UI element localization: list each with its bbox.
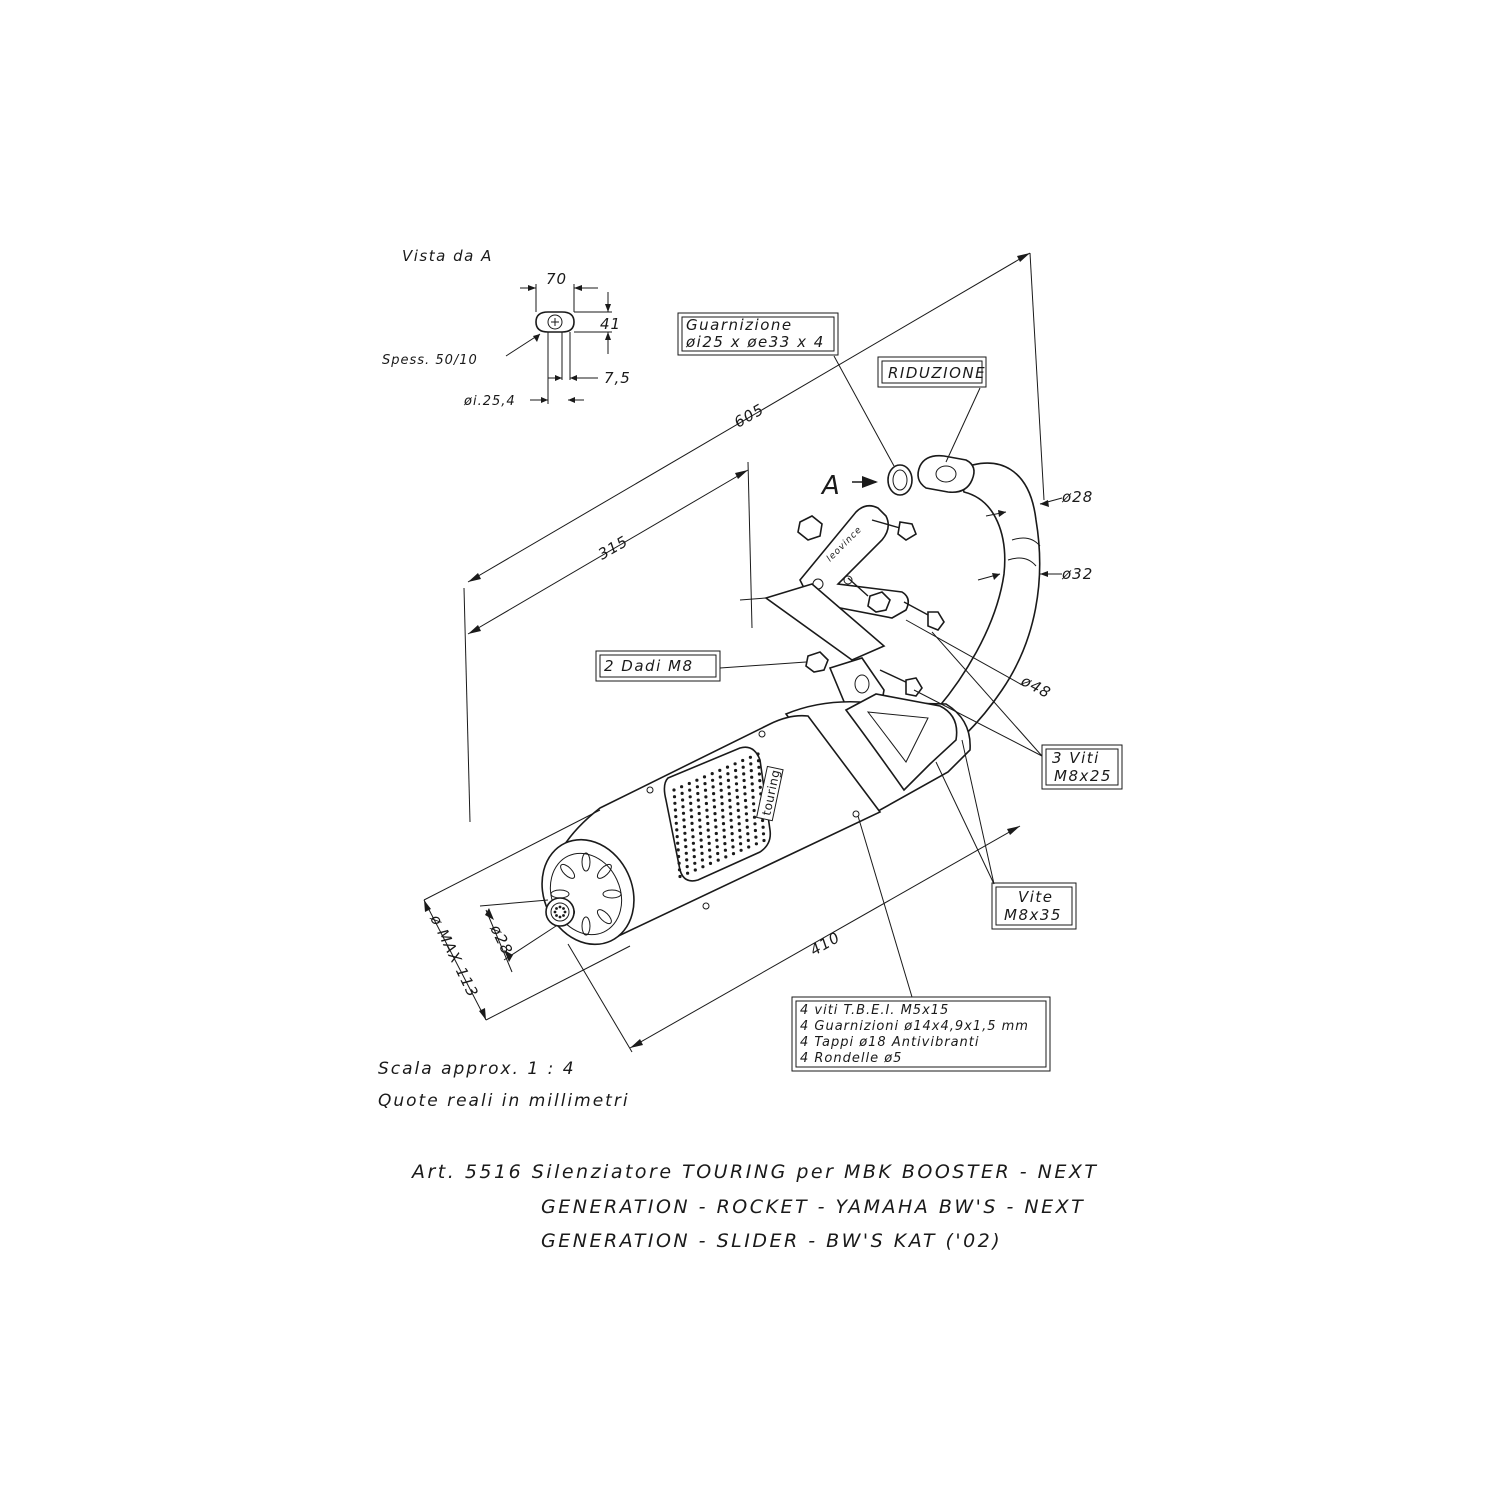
screws3-line1: 3 Viti	[1052, 749, 1100, 767]
view-a-slot: 7,5	[604, 369, 631, 387]
kit-line4: 4 Rondelle ø5	[800, 1051, 902, 1066]
bracket-triangle	[844, 693, 958, 792]
scale-note: Scala approx. 1 : 4	[378, 1059, 576, 1079]
screw-line1: Vite	[1018, 888, 1054, 906]
screw-3	[903, 601, 945, 631]
reduction-label: RIDUZIONE	[888, 364, 986, 382]
caption-line1: Art. 5516 Silenziatore TOURING per MBK B…	[410, 1161, 1098, 1183]
nut-top	[797, 515, 823, 541]
view-a-thickness: Spess. 50/10	[382, 353, 478, 368]
outlet-pipe	[545, 897, 575, 927]
callout-screw: Vite M8x35	[935, 739, 1077, 930]
dim-outlet-28-label: ø28	[486, 921, 516, 958]
pipe-bend	[936, 462, 1041, 738]
units-note: Quote reali in millimetri	[378, 1091, 630, 1111]
screw-1	[871, 519, 917, 541]
end-cap-slots	[550, 852, 622, 936]
pipe-d28: ø28	[1061, 488, 1093, 506]
callout-nuts: 2 Dadi M8	[595, 650, 807, 682]
pipe-d32: ø32	[1061, 565, 1093, 583]
dimension-outlet-28: ø28	[479, 899, 557, 973]
callout-3-screws: 3 Viti M8x25	[913, 631, 1123, 790]
nut-mid	[867, 591, 891, 613]
view-marker: A	[820, 471, 840, 501]
dimension-315: 315	[467, 461, 753, 635]
frame-bracket	[764, 583, 886, 661]
screws3-line2: M8x25	[1054, 767, 1112, 785]
caption-line2: GENERATION - ROCKET - YAMAHA BW'S - NEXT	[541, 1196, 1085, 1218]
gasket-title: Guarnizione	[686, 316, 793, 334]
dim-410-label: 410	[807, 928, 843, 959]
callout-gasket: Guarnizione øi25 x øe33 x 4	[677, 312, 895, 467]
gasket-size: øi25 x øe33 x 4	[685, 333, 825, 351]
kit-line1: 4 viti T.B.E.I. M5x15	[800, 1003, 949, 1018]
view-a-width: 70	[546, 270, 567, 288]
screw-2	[847, 577, 869, 597]
dim-315-label: 315	[595, 532, 631, 563]
gasket-ring	[887, 464, 913, 496]
sleeve-holes	[672, 752, 766, 879]
kit-line2: 4 Guarnizioni ø14x4,9x1,5 mm	[800, 1019, 1029, 1034]
view-a-inner-diameter: øi.25,4	[463, 394, 516, 409]
view-a-title: Vista da A	[402, 247, 493, 265]
dim-605-label: 605	[731, 400, 767, 431]
kit-line3: 4 Tappi ø18 Antivibranti	[800, 1035, 979, 1050]
mounting-bracket: leovince	[739, 504, 945, 717]
view-a-detail: Vista da A 70 41 7,5 Spess. 50/10	[382, 247, 631, 409]
nuts-label: 2 Dadi M8	[604, 657, 694, 675]
flange-hole	[547, 314, 563, 330]
nut-lower	[805, 651, 829, 673]
pipe-flange	[917, 454, 975, 494]
caption-line3: GENERATION - SLIDER - BW'S KAT ('02)	[541, 1230, 1002, 1252]
screw-line2: M8x35	[1004, 906, 1062, 924]
silencer: touring	[541, 693, 971, 946]
screw-4	[879, 669, 923, 697]
header-pipe: A	[820, 454, 1041, 738]
dim-max-113-label: ø MAX 113	[426, 911, 482, 1001]
pipe-d48: ø48	[1017, 671, 1054, 702]
callout-reduction: RIDUZIONE	[877, 356, 987, 463]
callout-kit: 4 viti T.B.E.I. M5x15 4 Guarnizioni ø14x…	[791, 815, 1051, 1072]
view-a-height: 41	[600, 315, 621, 333]
